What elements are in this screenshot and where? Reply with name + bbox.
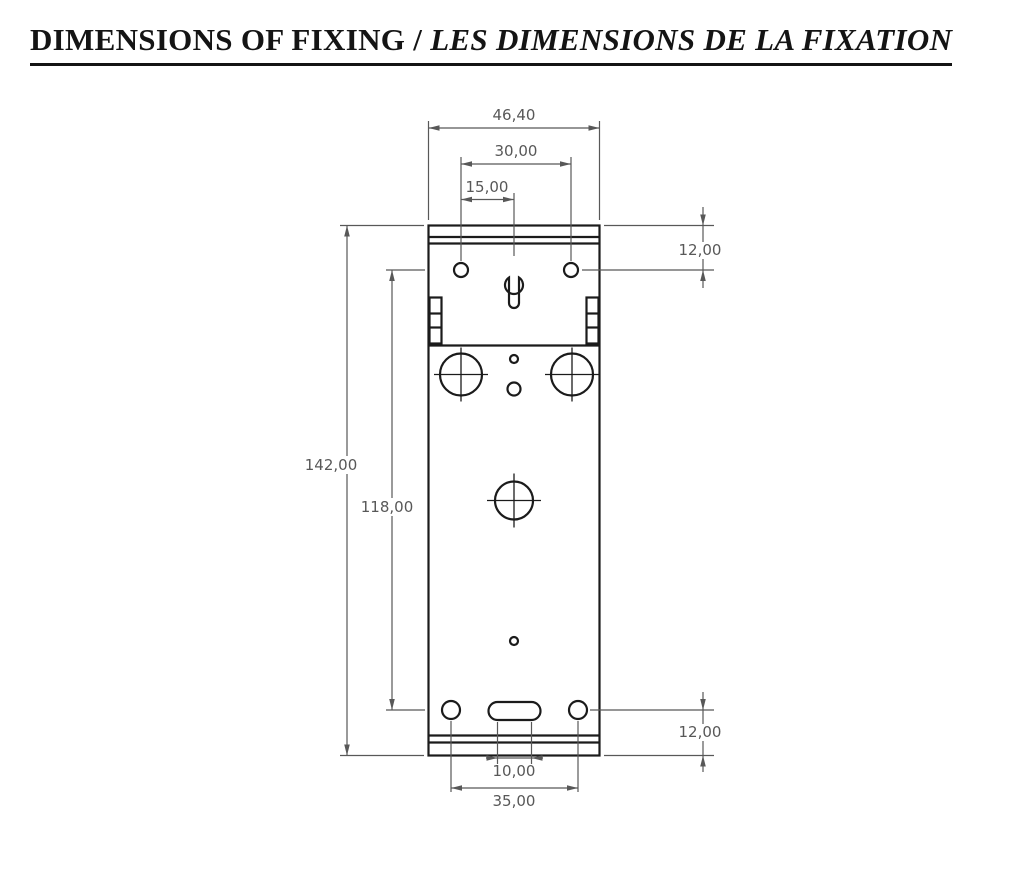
- arrowhead: [700, 755, 706, 767]
- arrowhead: [389, 699, 395, 710]
- dim-overall-height: 142,00: [302, 224, 424, 757]
- fixing-plate: [427, 224, 601, 757]
- arrowhead: [531, 755, 543, 761]
- arrowhead: [588, 125, 600, 131]
- dim-text-slot-width: 10,00: [493, 762, 536, 780]
- dim-top-hole-spacing: 30,00: [460, 142, 572, 261]
- dim-bottom-hole-to-edge: 12,00: [590, 692, 724, 772]
- small-hole-lower: [508, 635, 520, 647]
- small-hole-upper: [508, 353, 520, 365]
- arrowhead: [344, 225, 350, 237]
- left-large-hole: [434, 347, 488, 402]
- dim-overall-width: 46,40: [427, 106, 601, 220]
- arrowhead: [451, 785, 462, 791]
- dim-text-bottom-hole-to-edge: 12,00: [679, 723, 722, 741]
- arrowhead: [567, 785, 578, 791]
- left-side-clip: [428, 296, 443, 345]
- small-hole-mid: [506, 381, 522, 397]
- title-separator: /: [405, 22, 431, 57]
- right-side-clip: [585, 296, 600, 345]
- dim-text-top-hole-spacing: 30,00: [495, 142, 538, 160]
- dim-text-bottom-hole-spacing: 35,00: [493, 792, 536, 810]
- text-mask: [358, 498, 416, 516]
- dim-text-top-edge-to-hole: 12,00: [679, 241, 722, 259]
- arrowhead: [428, 125, 440, 131]
- arrowhead: [700, 699, 706, 710]
- title-english: DIMENSIONS OF FIXING: [30, 22, 406, 57]
- center-hole: [487, 473, 541, 528]
- dim-slot-width: 10,00: [486, 722, 543, 780]
- top-right-hole: [562, 261, 580, 279]
- dim-top-edge-to-hole: 12,00: [582, 207, 724, 288]
- text-mask: [677, 724, 724, 741]
- bottom-slot: [487, 700, 542, 722]
- text-mask: [302, 456, 360, 474]
- dimension-annotations: 46,40 30,00 15,00 12,00: [302, 106, 724, 810]
- arrowhead: [560, 161, 571, 167]
- right-clip-outline: [585, 296, 600, 345]
- arrowhead: [344, 744, 350, 756]
- dim-keyhole-offset: 15,00: [461, 178, 515, 256]
- arrowhead: [700, 270, 706, 281]
- dim-vertical-hole-spacing: 118,00: [358, 269, 425, 711]
- dim-text-overall-width: 46,40: [493, 106, 536, 124]
- title-french: LES DIMENSIONS DE LA FIXATION: [430, 22, 953, 57]
- dim-text-overall-height: 142,00: [305, 456, 358, 474]
- dim-text-keyhole-offset: 15,00: [466, 178, 509, 196]
- dim-bottom-hole-spacing: 35,00: [450, 721, 579, 810]
- dim-text-vertical-hole-spacing: 118,00: [361, 498, 414, 516]
- right-large-hole: [545, 347, 599, 402]
- keyhole-slot: [503, 275, 525, 310]
- arrowhead: [503, 196, 514, 203]
- left-clip-outline: [428, 296, 443, 345]
- bottom-right-hole: [567, 699, 589, 721]
- arrowhead: [389, 270, 395, 281]
- arrowhead: [486, 755, 498, 761]
- top-left-hole: [452, 261, 470, 279]
- arrowhead: [700, 214, 706, 226]
- bottom-left-hole: [440, 699, 462, 721]
- text-mask: [677, 242, 724, 259]
- page-title: DIMENSIONS OF FIXING / LES DIMENSIONS DE…: [30, 22, 953, 66]
- arrowhead: [461, 196, 472, 203]
- arrowhead: [461, 161, 472, 167]
